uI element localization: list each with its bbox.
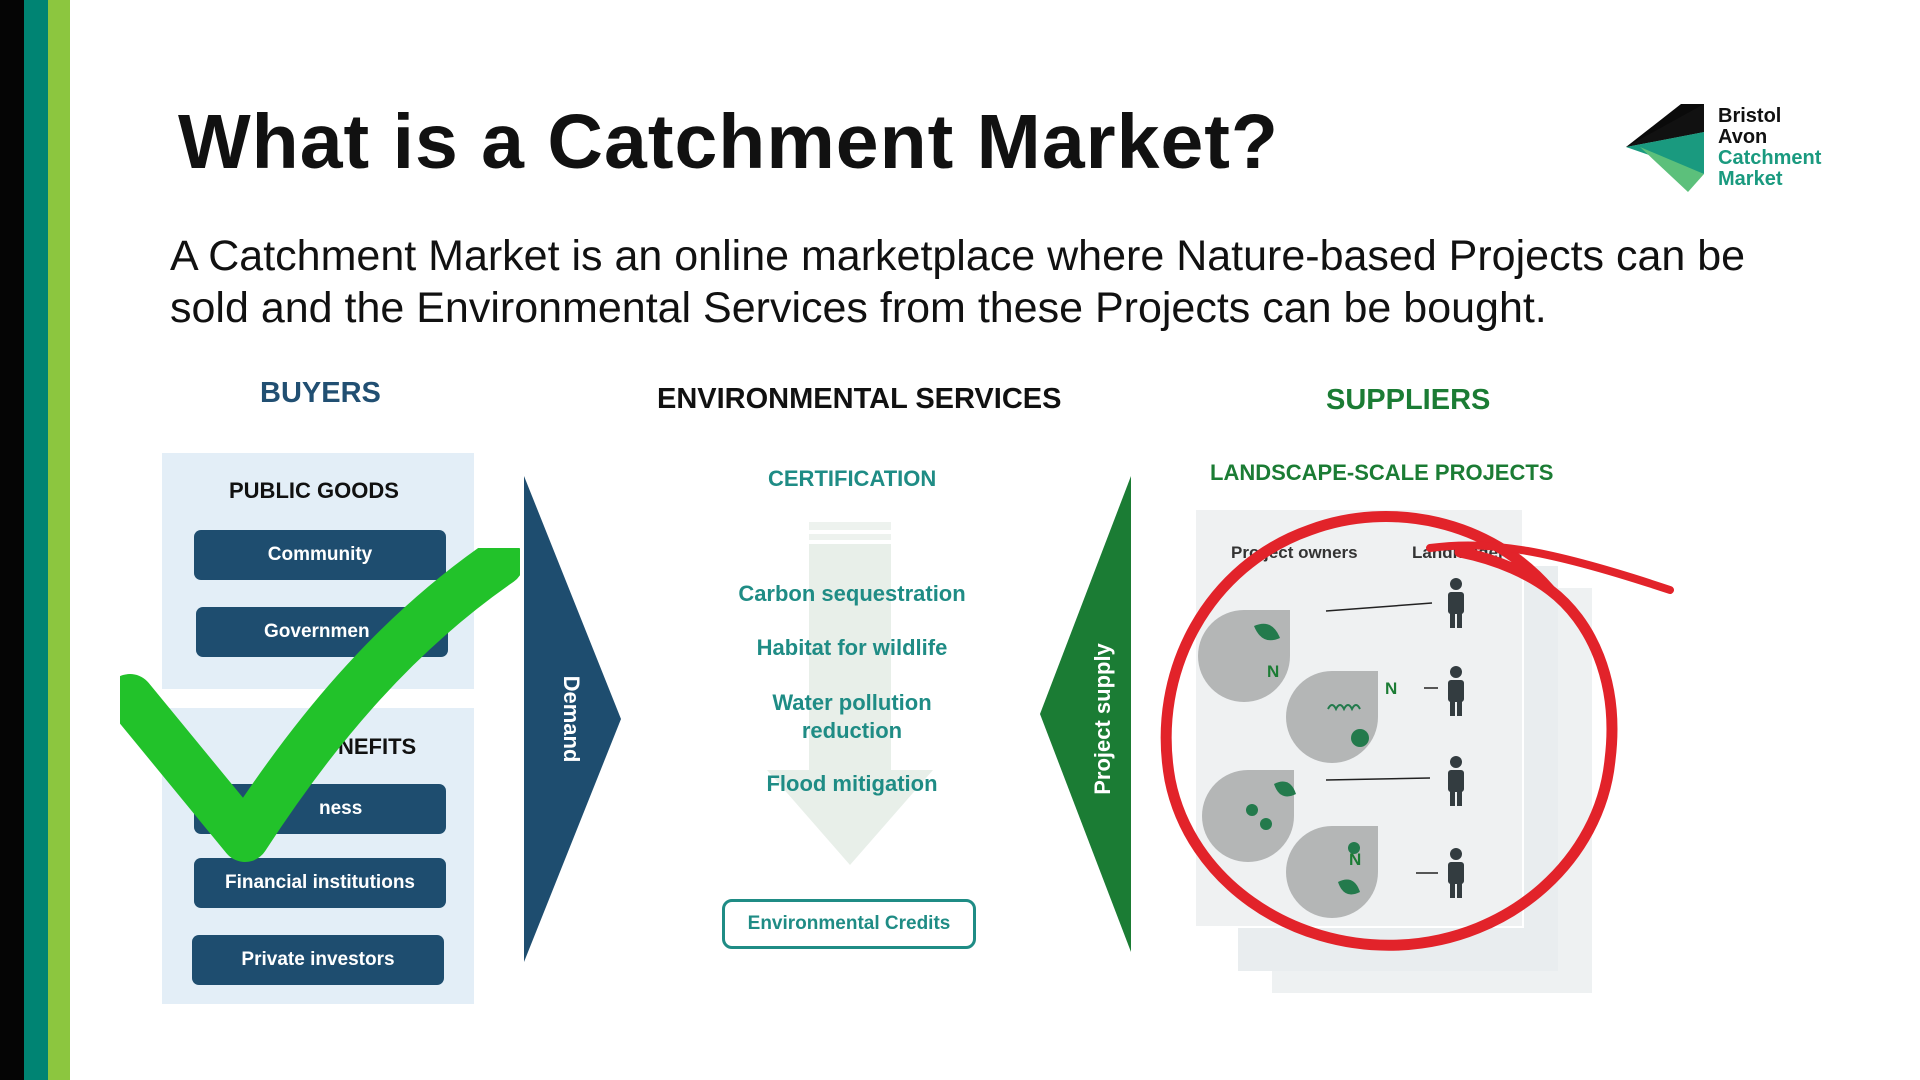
landholder-person-icon [1448,756,1464,806]
suppliers-header: SUPPLIERS [1326,384,1491,416]
side-bar-green [48,0,70,1080]
green-checkmark-icon [120,548,520,862]
landscape-scale-projects-label: LANDSCAPE-SCALE PROJECTS [1210,460,1554,485]
intro-text: A Catchment Market is an online marketpl… [170,232,1746,332]
buyers-header: BUYERS [260,377,381,409]
logo-line-1: Bristol [1718,105,1782,127]
demand-arrow-icon [524,476,621,962]
private-benefits-title: NEFITS [338,734,417,759]
drop-letter: N [1385,679,1398,698]
owner-landholder-link [1325,602,1433,612]
drop-icon [1286,826,1378,918]
certification-down-arrow-icon [767,522,933,865]
owner-landholder-link [1325,777,1431,781]
landholder-person-icon [1448,578,1464,628]
red-circle-annotation-icon [1160,511,1674,951]
logo-text: Bristol Avon Catchment Market [1718,106,1821,190]
drop-icon [1286,671,1378,763]
certification-label: CERTIFICATION [768,466,937,491]
projects-diagram [1194,508,1592,993]
slide-title: What is a Catchment Market? [178,99,1279,185]
service-habitat-for-wildlife: Habitat for wildlife [756,635,948,660]
service-water-pollution-text: Water pollution reduction [772,690,932,743]
environmental-services-header: ENVIRONMENTAL SERVICES [657,383,1062,415]
demand-label-wrap: Demand [556,676,586,763]
landholder-person-icon [1448,848,1464,898]
drop-letter: N [1267,662,1280,681]
public-goods-title: PUBLIC GOODS [229,478,399,503]
buyer-community: Community [194,530,446,580]
service-flood-mitigation: Flood mitigation [766,771,938,796]
drop-icon [1198,610,1290,702]
environmental-credits-box: Environmental Credits [722,899,976,949]
buyer-private-investors: Private investors [192,935,444,985]
buyer-financial-institutions: Financial institutions [194,858,446,908]
logo-line-4: Market [1718,168,1783,190]
project-supply-label: Project supply [1090,643,1115,795]
project-supply-arrow-icon [1040,476,1131,952]
project-supply-label-wrap: Project supply [1088,643,1118,795]
bristol-avon-logo-icon [1626,104,1704,192]
demand-label: Demand [559,675,584,763]
service-water-pollution-reduction: Water pollution reduction [702,689,1002,745]
service-carbon-sequestration: Carbon sequestration [738,581,966,606]
landholder-person-icon [1448,666,1464,716]
drop-icon [1202,770,1296,862]
logo-line-2: Avon [1718,126,1768,148]
side-bar-black [0,0,24,1080]
drop-letter: N [1349,850,1362,869]
logo-line-3: Catchment [1718,147,1822,169]
side-bar-teal [24,0,48,1080]
